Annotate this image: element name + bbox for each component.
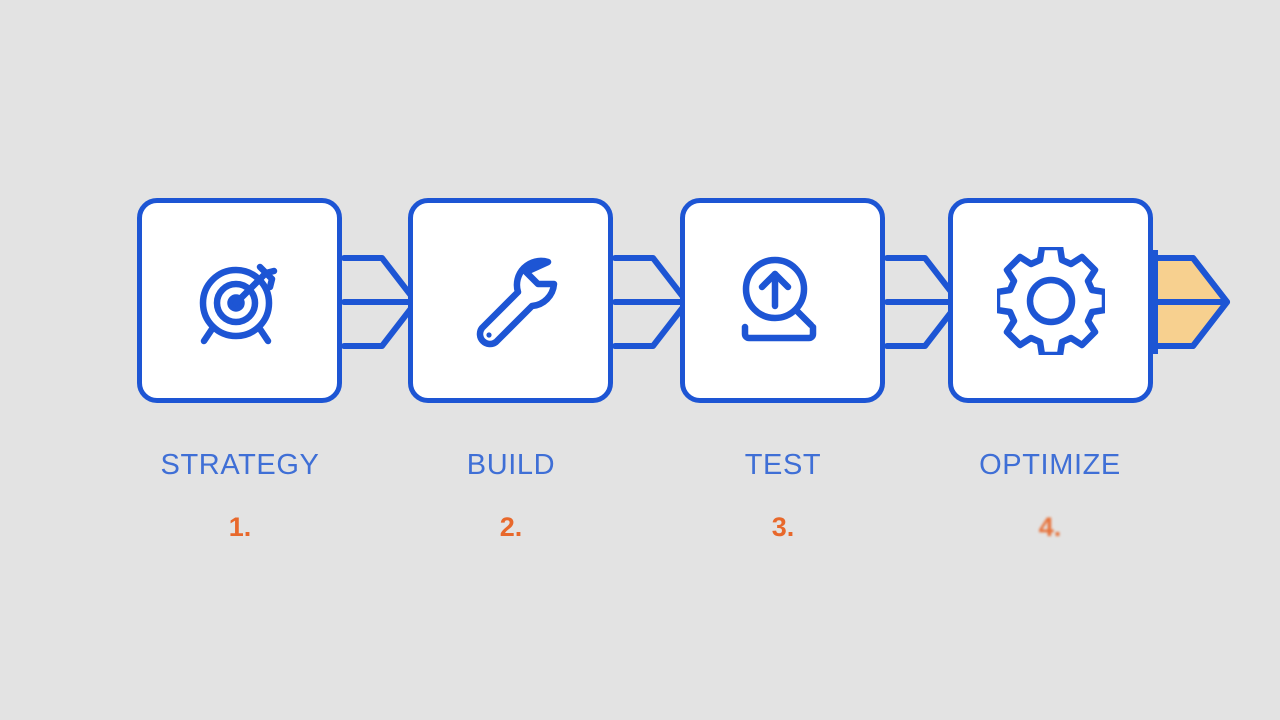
process-flow-row [0,198,1280,408]
gear-icon [948,198,1153,403]
caption-optimize: OPTIMIZE 4. [920,448,1180,542]
step-box-optimize [948,198,1153,403]
step-label-optimize: OPTIMIZE [979,449,1121,481]
step-box-strategy [137,198,342,403]
process-step-build[interactable] [408,198,613,403]
wrench-icon [408,198,613,403]
process-step-strategy[interactable] [137,198,342,403]
process-step-test[interactable] [680,198,885,403]
step-number-optimize: 4. [1038,512,1062,542]
step-number-test: 3. [771,512,795,542]
step-label-strategy: STRATEGY [160,449,320,481]
caption-strategy: STRATEGY 1. [110,448,370,542]
magnifier-upload-icon [680,198,885,403]
flow-connector-4-final [1153,250,1231,354]
step-label-test: TEST [744,449,822,481]
process-step-optimize[interactable] [948,198,1153,403]
step-label-build: BUILD [466,449,556,481]
step-number-build: 2. [499,512,523,542]
step-number-strategy: 1. [228,512,252,542]
caption-test: TEST 3. [653,448,913,542]
target-icon [137,198,342,403]
step-box-test [680,198,885,403]
caption-build: BUILD 2. [381,448,641,542]
